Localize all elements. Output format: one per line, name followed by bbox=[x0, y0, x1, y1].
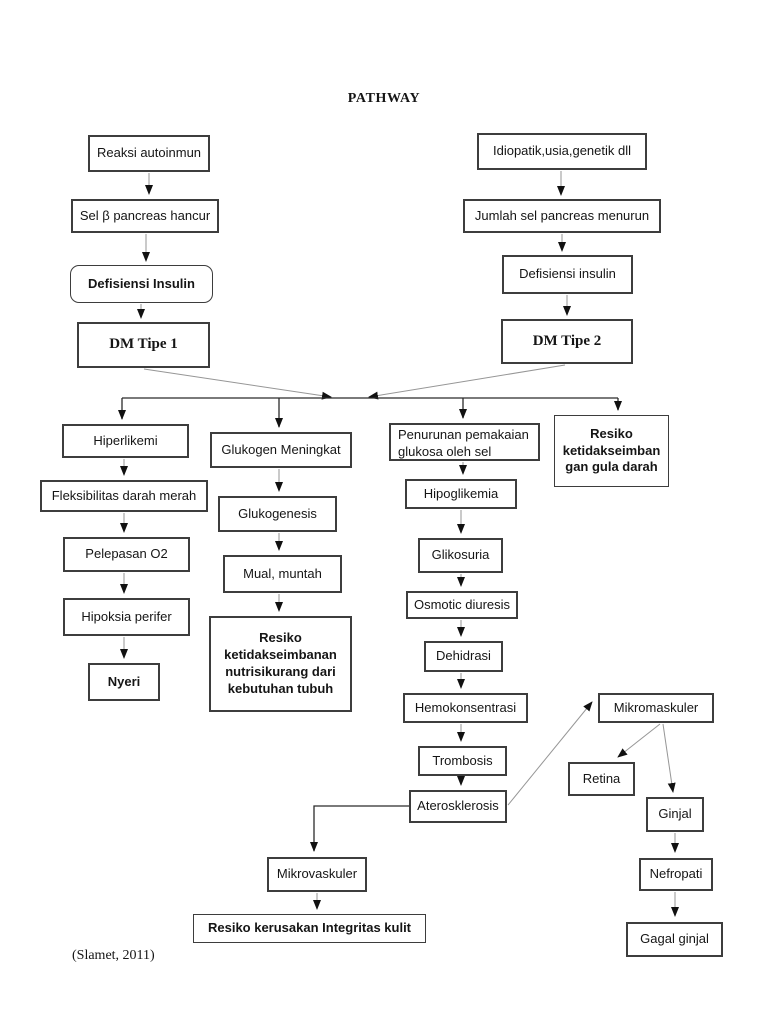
node-mual-muntah: Mual, muntah bbox=[223, 555, 342, 593]
node-glukogen-meningkat: Glukogen Meningkat bbox=[210, 432, 352, 468]
node-resiko-ketidakseimbangan-gula-darah: Resiko ketidakseimban gan gula darah bbox=[554, 415, 669, 487]
node-penurunan-pemakaian-glukosa: Penurunan pemakaian glukosa oleh sel bbox=[389, 423, 540, 461]
node-resiko-kerusakan-integritas-kulit: Resiko kerusakan Integritas kulit bbox=[193, 914, 426, 943]
node-sel-beta-pancreas-hancur: Sel β pancreas hancur bbox=[71, 199, 219, 233]
node-mikromaskuler: Mikromaskuler bbox=[598, 693, 714, 723]
node-resiko-ketidakseimbangan-nutrisi: Resiko ketidakseimbanan nutrisikurang da… bbox=[209, 616, 352, 712]
node-nyeri: Nyeri bbox=[88, 663, 160, 701]
node-defisiensi-insulin-2: Defisiensi insulin bbox=[502, 255, 633, 294]
node-mikrovaskuler: Mikrovaskuler bbox=[267, 857, 367, 892]
citation-text: (Slamet, 2011) bbox=[72, 948, 155, 963]
node-hipoglikemia: Hipoglikemia bbox=[405, 479, 517, 509]
node-retina: Retina bbox=[568, 762, 635, 796]
node-glukogenesis: Glukogenesis bbox=[218, 496, 337, 532]
node-hemokonsentrasi: Hemokonsentrasi bbox=[403, 693, 528, 723]
node-gagal-ginjal: Gagal ginjal bbox=[626, 922, 723, 957]
node-dm-tipe-2: DM Tipe 2 bbox=[501, 319, 633, 364]
node-fleksibilitas-darah-merah: Fleksibilitas darah merah bbox=[40, 480, 208, 512]
node-reaksi-autoinmun: Reaksi autoinmun bbox=[88, 135, 210, 172]
node-osmotic-diuresis: Osmotic diuresis bbox=[406, 591, 518, 619]
node-dehidrasi: Dehidrasi bbox=[424, 641, 503, 672]
node-glikosuria: Glikosuria bbox=[418, 538, 503, 573]
node-trombosis: Trombosis bbox=[418, 746, 507, 776]
page-title: PATHWAY bbox=[347, 91, 421, 106]
node-ginjal: Ginjal bbox=[646, 797, 704, 832]
node-hiperlikemi: Hiperlikemi bbox=[62, 424, 189, 458]
node-defisiensi-insulin-1: Defisiensi Insulin bbox=[70, 265, 213, 303]
node-jumlah-sel-pancreas-menurun: Jumlah sel pancreas menurun bbox=[463, 199, 661, 233]
node-aterosklerosis: Aterosklerosis bbox=[409, 790, 507, 823]
node-pelepasan-o2: Pelepasan O2 bbox=[63, 537, 190, 572]
node-nefropati: Nefropati bbox=[639, 858, 713, 891]
node-hipoksia-perifer: Hipoksia perifer bbox=[63, 598, 190, 636]
node-idiopatik-usia-genetik: Idiopatik,usia,genetik dll bbox=[477, 133, 647, 170]
node-dm-tipe-1: DM Tipe 1 bbox=[77, 322, 210, 368]
